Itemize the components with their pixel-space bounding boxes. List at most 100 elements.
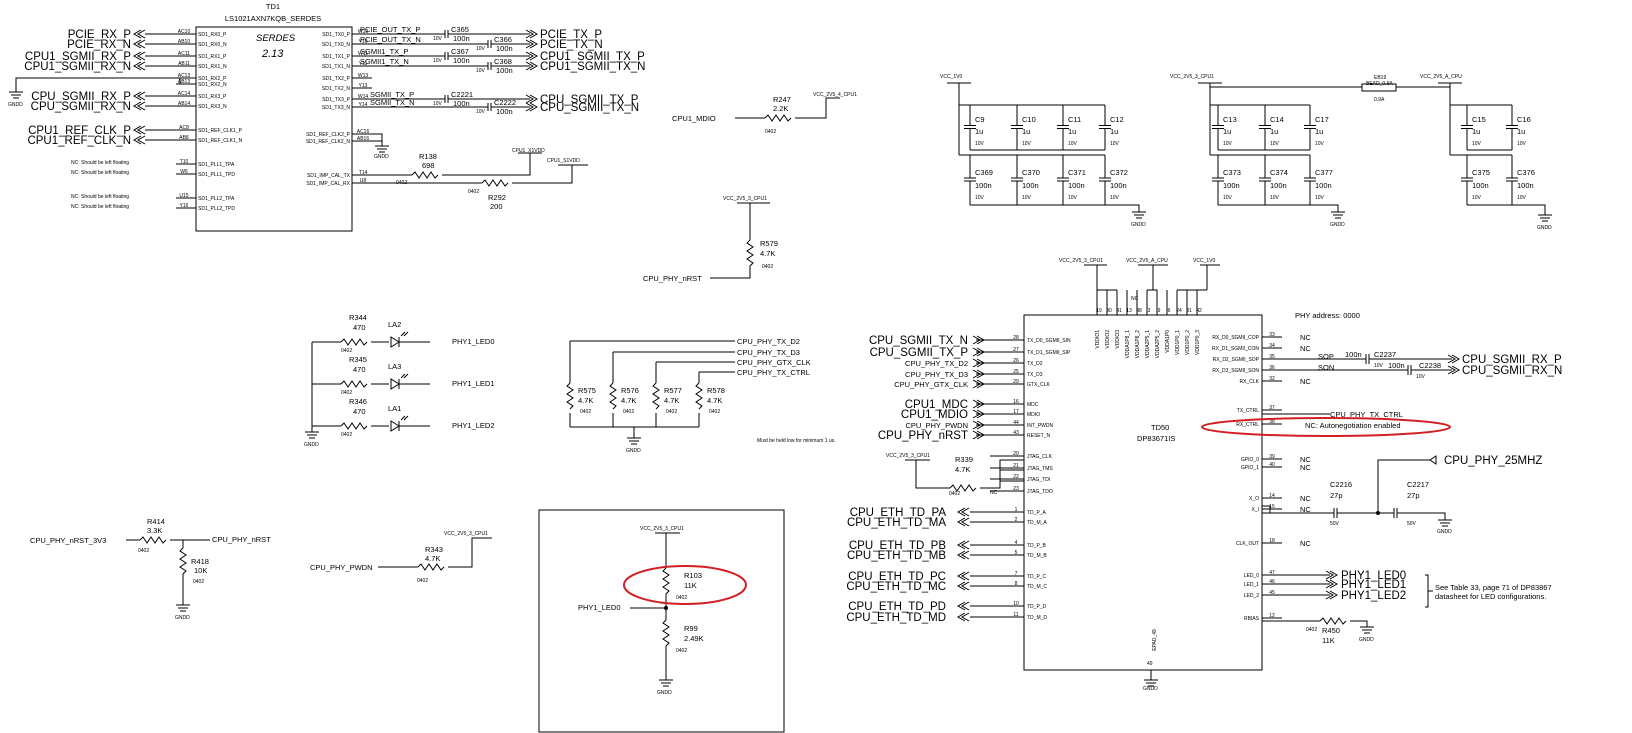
r292-ref: R292 bbox=[488, 193, 506, 202]
r339-ref: R339 bbox=[955, 455, 973, 464]
tx-net-label: SGMII1_TX_P bbox=[360, 47, 408, 56]
net-label: CPU_ETH_TD_MC bbox=[846, 581, 946, 593]
net-label: CPU_ETH_TD_MB bbox=[847, 550, 946, 562]
nc-label: NC bbox=[990, 490, 998, 496]
pin-name: RX_CLK bbox=[1240, 379, 1260, 385]
gnd-symbol bbox=[1438, 519, 1452, 527]
pin-name: SD1_TX3_P bbox=[322, 97, 350, 103]
clk-chevron bbox=[1429, 455, 1437, 465]
cap-ref: C10 bbox=[1022, 115, 1036, 124]
decap-1u bbox=[964, 105, 976, 150]
port-chevron bbox=[972, 420, 986, 430]
c2238-ref: C2238 bbox=[1419, 361, 1441, 370]
gnd-label: GNDD bbox=[1131, 222, 1146, 228]
gnd-symbol bbox=[305, 431, 319, 439]
pin-number: W13 bbox=[358, 73, 369, 79]
r103-pkg: 0402 bbox=[676, 595, 687, 601]
r343-value: 4.7K bbox=[425, 554, 440, 563]
net-label: CPU_PHY_PWDN bbox=[905, 421, 968, 430]
c2217-ref: C2217 bbox=[1407, 480, 1429, 489]
cap-ref: C373 bbox=[1223, 168, 1241, 177]
refclk2-gnd-wire bbox=[352, 133, 383, 146]
rail-wire bbox=[1084, 264, 1117, 291]
pin-number: AB10 bbox=[178, 39, 190, 45]
phy-refdes: TD50 bbox=[1151, 423, 1169, 432]
r450-wire-out bbox=[1350, 620, 1368, 627]
pin-name: SD1_TX0_N bbox=[322, 42, 350, 48]
nc-label: NC bbox=[1300, 333, 1311, 342]
tx-net-label: SGMII_TX_N bbox=[370, 98, 415, 107]
pin-number: 46 bbox=[1269, 579, 1275, 585]
pin-number: Y14 bbox=[359, 102, 368, 108]
resistor-ref: R345 bbox=[349, 355, 367, 364]
gnd-label: GNDD bbox=[175, 615, 190, 621]
decap-100n bbox=[1461, 155, 1473, 205]
r99-value: 2.49K bbox=[684, 634, 704, 643]
cap-value: 100n bbox=[1345, 350, 1362, 359]
port-chevron bbox=[972, 430, 986, 440]
r138-resistor bbox=[411, 171, 439, 179]
pin-number: 19 bbox=[1096, 308, 1102, 314]
coupling-cap bbox=[487, 40, 492, 48]
port-chevron bbox=[956, 581, 970, 591]
nc-label: NC bbox=[1131, 296, 1139, 302]
rail-label: VCC_2V5_3_CPU1 bbox=[1059, 258, 1103, 264]
mdio-pullup: CPU1_MDIO R247 2.2K 0402 VCC_2V5_4_CPU1 bbox=[672, 92, 857, 135]
pin-number: 26 bbox=[1013, 358, 1019, 364]
r579-value: 4.7K bbox=[760, 249, 775, 258]
cap-ref: C365 bbox=[451, 25, 469, 34]
pin-number: 16 bbox=[1013, 399, 1019, 405]
decap-100n bbox=[1304, 155, 1316, 205]
pin-name: SD1_REF_CLK1_N bbox=[198, 138, 243, 144]
r103-resistor bbox=[662, 567, 670, 620]
r343-ref: R343 bbox=[425, 545, 443, 554]
r450-value: 11K bbox=[1322, 636, 1335, 645]
coupling-cap bbox=[444, 52, 449, 60]
pin-name: SD1_PLL1_TPD bbox=[198, 172, 235, 178]
pin-name: SD1_PLL2_TPA bbox=[198, 196, 235, 202]
net-label: PCIE_RX_P bbox=[68, 29, 132, 41]
c2216-value: 27p bbox=[1330, 491, 1343, 500]
pin-number: T14 bbox=[359, 170, 368, 176]
pin-name: CLK_OUT bbox=[1236, 541, 1259, 547]
r247-pkg: 0402 bbox=[765, 129, 776, 135]
gnd-label: GNDD bbox=[626, 448, 641, 454]
net-label: CPU_SGMII_RX_P bbox=[1462, 354, 1562, 366]
cap-value: 100n bbox=[975, 181, 992, 190]
led-emission bbox=[400, 331, 409, 337]
pin-name: GTX_CLK bbox=[1027, 382, 1050, 388]
resistor-value: 470 bbox=[353, 365, 366, 374]
pin-number: 34 bbox=[1269, 343, 1275, 349]
pin-number: 23 bbox=[1013, 486, 1019, 492]
cap-ref: C13 bbox=[1223, 115, 1237, 124]
pin-name: JTAG_TMS bbox=[1027, 466, 1053, 472]
rail-label: VCC_2V5_3_CPU1 bbox=[723, 196, 767, 202]
r103-highlight-ellipse bbox=[623, 565, 747, 605]
cap-ref: C14 bbox=[1270, 115, 1284, 124]
r292-wire-out bbox=[512, 165, 573, 184]
resistor-ref: R578 bbox=[707, 386, 725, 395]
resistor-value: 4.7K bbox=[707, 396, 722, 405]
net-label: PCIE_RX_N bbox=[67, 39, 131, 51]
r339-wire-out bbox=[980, 459, 1024, 489]
clk-net-label: CPU_PHY_25MHZ bbox=[1444, 455, 1542, 467]
pin-number: 30 bbox=[1106, 308, 1112, 314]
pin-number: 5 bbox=[1015, 550, 1018, 556]
r414-pkg: 0402 bbox=[138, 548, 149, 554]
reset-note: Must be held low for minimum 1 us. bbox=[757, 438, 836, 444]
strap-frame bbox=[538, 509, 785, 733]
net-label: CPU_SGMII_TX_N bbox=[540, 102, 639, 114]
cap-ref: C369 bbox=[975, 168, 993, 177]
decap-1u bbox=[1259, 105, 1271, 150]
cap-ref: C11 bbox=[1068, 115, 1081, 124]
resistor-pkg: 0402 bbox=[709, 409, 720, 415]
phy-address-note: PHY address: 0000 bbox=[1295, 311, 1360, 320]
pullup-resistor bbox=[566, 382, 574, 410]
gnd-label: GNDD bbox=[1143, 686, 1158, 692]
cap-value: 100n bbox=[1315, 181, 1332, 190]
pin-number: 10 bbox=[1013, 601, 1019, 607]
gnd-symbol bbox=[9, 91, 23, 99]
gnd-symbol bbox=[1331, 211, 1345, 219]
rail-label: VCC_2V5_3_CPU1 bbox=[1170, 74, 1214, 80]
net-label: CPU_PHY_TX_CTRL bbox=[737, 368, 810, 377]
